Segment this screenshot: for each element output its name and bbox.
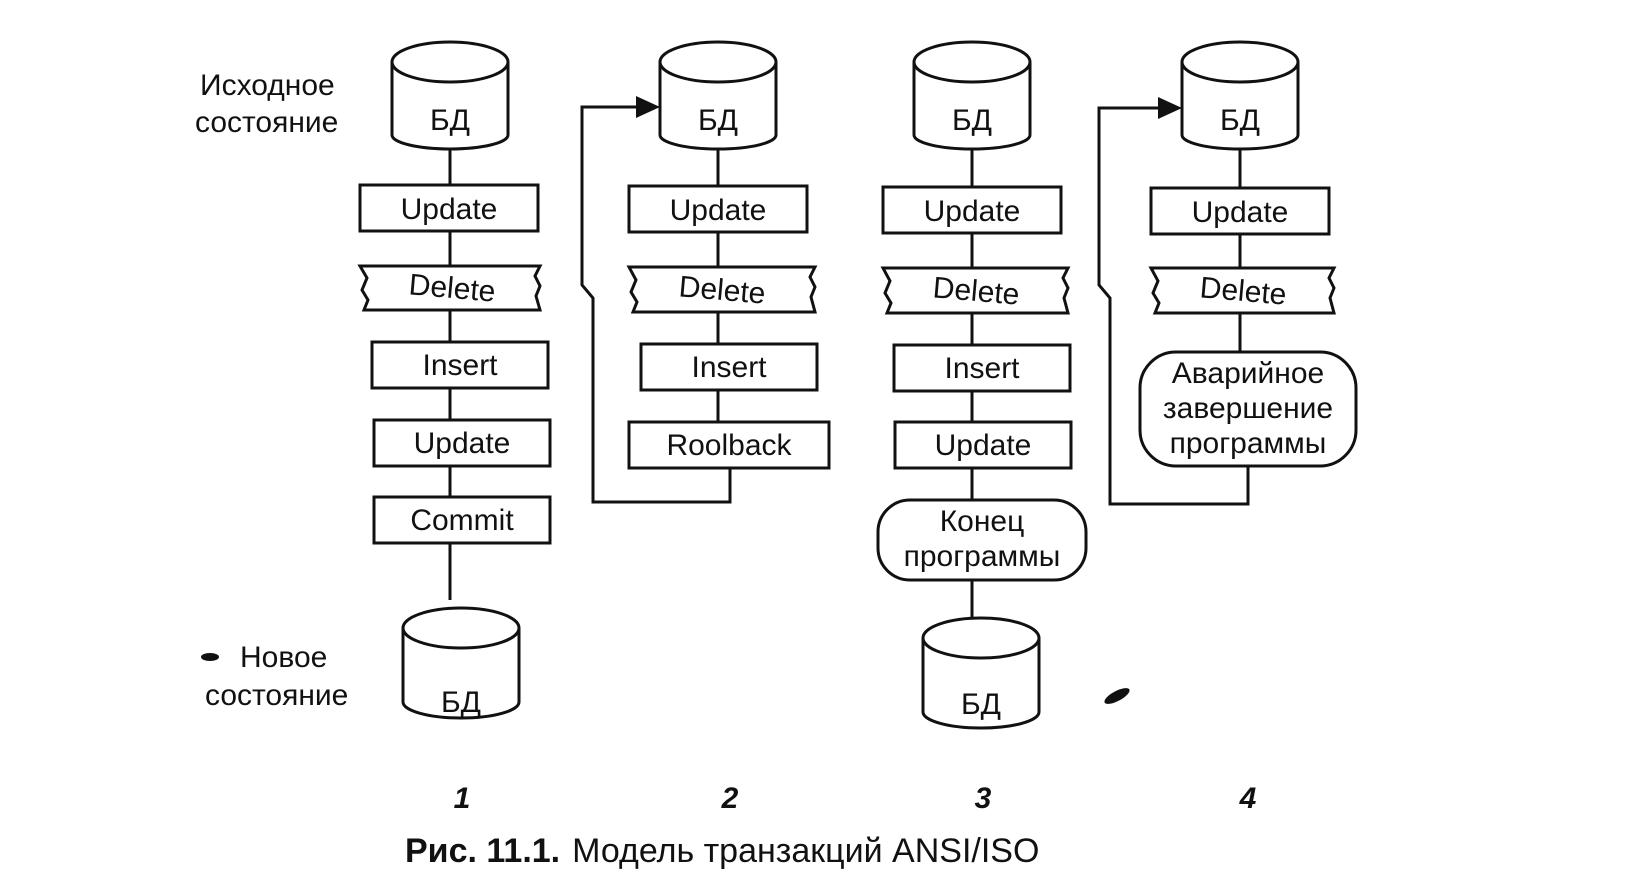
db-start-4: БД — [1180, 40, 1300, 151]
step-rollback — [627, 420, 831, 470]
step-update — [893, 420, 1073, 470]
step-insert — [639, 342, 819, 392]
return-arrow-4 — [1097, 106, 1250, 506]
db-end-1: БД — [401, 606, 521, 720]
arrowhead-2 — [636, 96, 660, 118]
column-number: 3 — [975, 782, 992, 815]
ink-mark — [1104, 688, 1130, 704]
terminal-label: программы — [904, 540, 1061, 573]
step-delete-torn — [626, 265, 818, 314]
figure-caption: Рис. 11.1. Модель транзакций ANSI/ISO — [405, 832, 1039, 870]
step-delete-torn — [357, 264, 543, 312]
step-delete-torn — [1148, 266, 1337, 315]
initial-state-label-1: Исходное — [200, 69, 335, 102]
new-state-label-2: состояние — [205, 679, 348, 712]
initial-state-label-2: состояние — [195, 106, 338, 139]
step-label: Insert — [944, 352, 1020, 385]
step-label: Update — [924, 195, 1021, 228]
step-update — [1149, 186, 1331, 236]
db-label: БД — [952, 104, 992, 137]
step-label: Delete — [677, 270, 766, 310]
column-number: 1 — [454, 782, 471, 815]
step-commit — [372, 495, 552, 545]
step-label: Commit — [410, 504, 514, 537]
ink-mark — [201, 653, 219, 661]
step-label: Update — [401, 193, 498, 226]
step-label: Delete — [407, 268, 496, 308]
step-insert — [370, 340, 550, 390]
step-label: Update — [414, 427, 511, 460]
step-label: Delete — [1198, 271, 1287, 311]
db-label: БД — [441, 686, 481, 719]
step-label: Insert — [691, 351, 767, 384]
step-update — [358, 183, 540, 233]
db-start-3: БД — [912, 40, 1032, 151]
step-update — [372, 418, 552, 468]
step-label: Delete — [931, 271, 1020, 311]
terminal-label: Конец — [940, 505, 1025, 538]
caption-text: Модель транзакций ANSI/ISO — [572, 832, 1039, 870]
db-start-1: БД — [390, 40, 510, 151]
db-start-2: БД — [658, 40, 778, 151]
step-label: Update — [1192, 196, 1289, 229]
column-4: БД Update Delete Аварийное завершение пр… — [1097, 40, 1358, 815]
step-delete-torn — [880, 266, 1071, 315]
step-insert — [892, 343, 1072, 393]
terminal-label: Аварийное — [1172, 357, 1324, 390]
column-3: БД Update Delete Insert Update Конец про… — [876, 40, 1088, 815]
db-label: БД — [698, 104, 738, 137]
column-number: 2 — [721, 782, 739, 815]
caption-prefix: Рис. 11.1. — [405, 832, 560, 870]
db-label: БД — [961, 688, 1001, 721]
return-arrow-2 — [580, 105, 732, 504]
db-label: БД — [430, 104, 470, 137]
db-label: БД — [1220, 104, 1260, 137]
step-label: Update — [935, 429, 1032, 462]
terminal-label: завершение — [1163, 392, 1333, 425]
step-label: Update — [670, 194, 767, 227]
step-label: Roolback — [666, 429, 792, 462]
step-update — [881, 185, 1063, 235]
step-label: Insert — [422, 349, 498, 382]
column-2: БД Update Delete Insert Roolback 2 — [580, 40, 831, 815]
program-end-terminal — [876, 498, 1088, 582]
column-number: 4 — [1239, 782, 1257, 815]
new-state-label-1: Новое — [240, 641, 327, 674]
db-end-3: БД — [921, 616, 1041, 730]
column-1: БД Update Delete Insert Update Commit БД… — [357, 40, 552, 815]
arrowhead-4 — [1158, 97, 1182, 119]
step-update — [627, 184, 809, 234]
terminal-label: программы — [1170, 427, 1327, 460]
